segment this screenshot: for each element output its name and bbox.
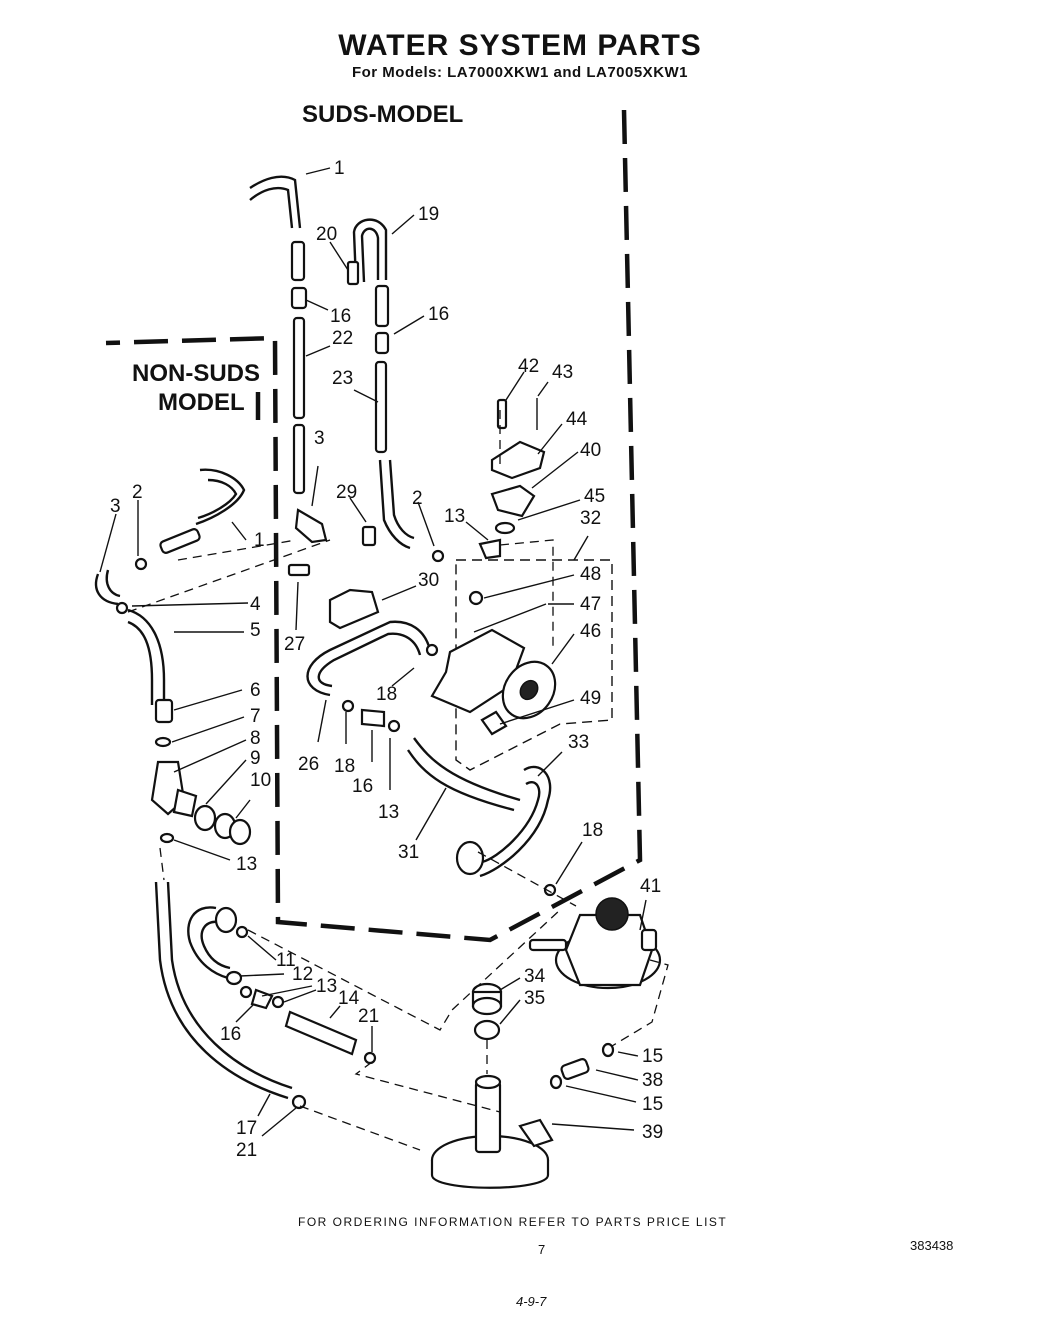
non-suds-label-line1: NON-SUDS — [132, 360, 260, 387]
page-subtitle: For Models: LA7000XKW1 and LA7005XKW1 — [352, 64, 688, 81]
callout-arrows — [99, 167, 647, 1137]
callout-5: 5 — [250, 620, 261, 641]
callout-13-mid: 13 — [378, 802, 399, 823]
callout-16-mid: 16 — [352, 776, 373, 797]
callout-22: 22 — [332, 328, 353, 349]
callout-16-left: 16 — [330, 306, 351, 327]
callout-1-top: 1 — [334, 158, 345, 179]
callout-13-valve: 13 — [444, 506, 465, 527]
hose-loop-26 — [306, 620, 439, 733]
seal-34 — [471, 982, 503, 1016]
suds-model-label: SUDS-MODEL — [302, 101, 463, 128]
page-title: WATER SYSTEM PARTS — [338, 29, 702, 62]
callout-13-lower: 13 — [316, 976, 337, 997]
callout-38: 38 — [642, 1070, 663, 1091]
callout-44: 44 — [566, 409, 588, 430]
hose-11 — [187, 906, 285, 1010]
callout-26: 26 — [298, 754, 319, 775]
callout-49: 49 — [580, 688, 601, 709]
callout-6: 6 — [250, 680, 261, 701]
bracket-30 — [328, 588, 380, 630]
callout-20: 20 — [316, 224, 337, 245]
valve-8 — [150, 760, 252, 846]
callout-15-lower: 15 — [642, 1094, 663, 1115]
callout-18-mid: 18 — [334, 756, 355, 777]
clamp-21 — [363, 1051, 377, 1065]
callout-3-nonsuds: 3 — [110, 496, 121, 517]
callout-29: 29 — [336, 482, 357, 503]
clamp-18 — [543, 883, 557, 897]
callout-31: 31 — [398, 842, 419, 863]
callout-15-upper: 15 — [642, 1046, 663, 1067]
callout-48: 48 — [580, 564, 601, 585]
callout-19: 19 — [418, 204, 439, 225]
callout-21-upper: 21 — [358, 1006, 379, 1027]
callout-18-lower: 18 — [582, 820, 603, 841]
callout-10: 10 — [250, 770, 271, 791]
screw-29 — [361, 525, 377, 547]
callout-1-nonsuds: 1 — [254, 530, 265, 551]
washer-35 — [473, 1019, 501, 1041]
drain-hose-31 — [407, 737, 521, 812]
callout-13-nonsuds: 13 — [236, 854, 257, 875]
suds-hose-assembly-19 — [346, 218, 415, 550]
callout-11: 11 — [276, 950, 296, 971]
ordering-note: FOR ORDERING INFORMATION REFER TO PARTS … — [298, 1215, 727, 1229]
leader-lines — [127, 410, 669, 1151]
callout-21-lower: 21 — [236, 1140, 257, 1161]
suds-model-boundary — [105, 109, 643, 943]
callout-41: 41 — [640, 876, 661, 897]
screw-27 — [287, 563, 311, 577]
non-suds-label-line2: MODEL — [158, 389, 245, 416]
callout-7: 7 — [250, 706, 261, 727]
non-suds-hose-5 — [94, 569, 174, 748]
callout-2-nonsuds: 2 — [132, 482, 143, 503]
suds-hose-assembly-1 — [249, 175, 328, 544]
callout-4: 4 — [250, 594, 261, 615]
callout-18-upper: 18 — [376, 684, 397, 705]
callout-30: 30 — [418, 570, 439, 591]
callout-33: 33 — [568, 732, 589, 753]
callout-2-suds: 2 — [412, 488, 423, 509]
callout-8: 8 — [250, 728, 261, 749]
callout-17: 17 — [236, 1118, 257, 1139]
callout-34: 34 — [524, 966, 546, 987]
callout-45: 45 — [584, 486, 605, 507]
handwritten-note: 4-9-7 — [516, 1294, 547, 1309]
callout-3-suds: 3 — [314, 428, 325, 449]
callout-14: 14 — [338, 988, 360, 1009]
non-suds-hose-1 — [134, 468, 246, 571]
callout-47: 47 — [580, 594, 601, 615]
hose-38-assembly — [549, 1042, 615, 1090]
valve-assembly — [430, 398, 613, 771]
callout-27: 27 — [284, 634, 305, 655]
callout-9: 9 — [250, 748, 261, 769]
page-number: 7 — [538, 1242, 545, 1257]
callout-46: 46 — [580, 621, 601, 642]
pump-41 — [528, 897, 662, 990]
callout-numbers: 1 19 20 16 16 22 23 42 43 44 40 45 32 13… — [110, 158, 663, 1161]
pump-base — [430, 1074, 554, 1189]
callout-23: 23 — [332, 368, 353, 389]
hose-17 — [154, 881, 307, 1110]
callout-43: 43 — [552, 362, 573, 383]
hose-33 — [455, 765, 552, 878]
callout-40: 40 — [580, 440, 601, 461]
callout-39: 39 — [642, 1122, 663, 1143]
clamp-2-upper — [431, 549, 445, 563]
hose-14 — [284, 1010, 358, 1056]
callout-16-lower: 16 — [220, 1024, 241, 1045]
callout-32: 32 — [580, 508, 601, 529]
callout-16-right: 16 — [428, 304, 449, 325]
document-number: 383438 — [910, 1238, 953, 1253]
callout-42: 42 — [518, 356, 539, 377]
callout-12: 12 — [292, 964, 313, 985]
callout-35: 35 — [524, 988, 545, 1009]
